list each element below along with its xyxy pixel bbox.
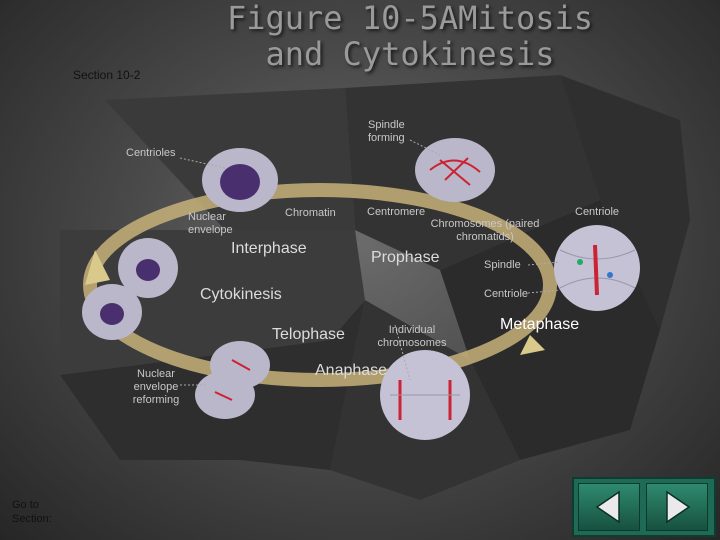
arrow-right-icon: [666, 490, 691, 524]
phase-anaphase: Anaphase: [315, 362, 388, 379]
phase-interphase: Interphase: [231, 240, 307, 257]
label-centriole-top: Centriole: [575, 206, 620, 218]
phase-telophase: Telophase: [272, 326, 345, 343]
previous-button[interactable]: [578, 483, 640, 531]
label-centriole-bottom: Centriole: [484, 288, 529, 300]
anaphase-cell: [380, 350, 470, 440]
label-centrioles: Centrioles: [126, 147, 176, 159]
arrow-left-icon: [595, 490, 620, 524]
cycle-arrow-left: [85, 250, 110, 285]
go-to-section-link[interactable]: Go to Section:: [12, 499, 52, 525]
phase-prophase: Prophase: [371, 249, 440, 266]
title-line3: and Cytokinesis: [265, 35, 555, 73]
prophase-cell: [415, 138, 495, 202]
label-individual-chromosomes: Individual chromosomes: [377, 324, 447, 349]
section-label: Section 10-2: [73, 68, 141, 82]
title-line1: Figure 10-5A: [226, 0, 459, 37]
cycle-arrow: [520, 335, 545, 355]
label-centromere: Centromere: [367, 206, 426, 218]
navigation-bar: [572, 477, 716, 537]
label-nuclear-envelope-reforming: Nuclear envelope reforming: [132, 368, 180, 406]
cycle-ring: [83, 183, 557, 387]
label-nuclear-envelope: Nuclear envelope: [188, 211, 233, 236]
phase-cytokinesis: Cytokinesis: [200, 286, 282, 303]
telophase-cell: [195, 341, 270, 419]
label-chromatin: Chromatin: [285, 207, 336, 219]
next-button[interactable]: [646, 483, 708, 531]
label-spindle: Spindle: [484, 259, 521, 271]
label-chromosomes-paired: Chromosomes (paired chromatids): [430, 218, 540, 243]
daughter-cells: [82, 238, 178, 340]
phase-metaphase: Metaphase: [500, 316, 580, 333]
page-title: Figure 10-5AMitosis and Cytokinesis: [225, 0, 595, 72]
label-spindle-forming: Spindle forming: [368, 119, 405, 144]
title-line2: Mitosis: [458, 0, 594, 37]
metaphase-panel-top: [560, 75, 690, 330]
metaphase-cell: [554, 225, 640, 311]
interphase-cell: [202, 148, 278, 212]
